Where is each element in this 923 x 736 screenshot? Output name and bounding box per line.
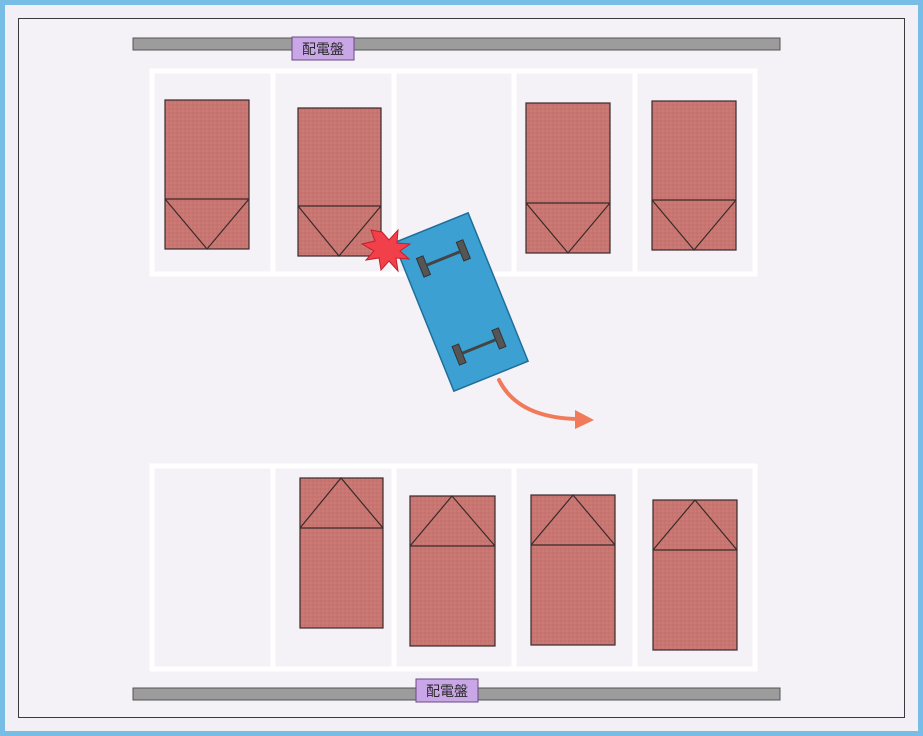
top-distribution-panel: 配電盤	[132, 36, 781, 61]
curved-arrow-icon	[497, 378, 594, 429]
parked-truck	[651, 100, 737, 251]
top-panel-bar	[132, 37, 781, 51]
parked-truck	[164, 99, 250, 250]
bottom-parking-row	[149, 463, 758, 672]
parked-truck	[409, 495, 496, 647]
top-panel-label: 配電盤	[302, 42, 344, 58]
parked-truck	[299, 477, 384, 629]
bottom-distribution-panel: 配電盤	[132, 678, 781, 703]
parked-truck	[530, 494, 616, 646]
moving-vehicle	[392, 211, 530, 393]
parked-truck	[525, 102, 611, 254]
parked-truck	[297, 107, 382, 257]
front-axle-icon	[415, 239, 471, 278]
bottom-panel-label: 配電盤	[426, 684, 468, 700]
collision-burst-icon	[360, 228, 412, 273]
rear-axle-icon	[451, 327, 507, 366]
bottom-row-outline	[149, 463, 758, 672]
top-panel-label-box	[291, 36, 355, 61]
bottom-panel-label-box	[415, 678, 479, 703]
parked-truck	[652, 499, 738, 651]
